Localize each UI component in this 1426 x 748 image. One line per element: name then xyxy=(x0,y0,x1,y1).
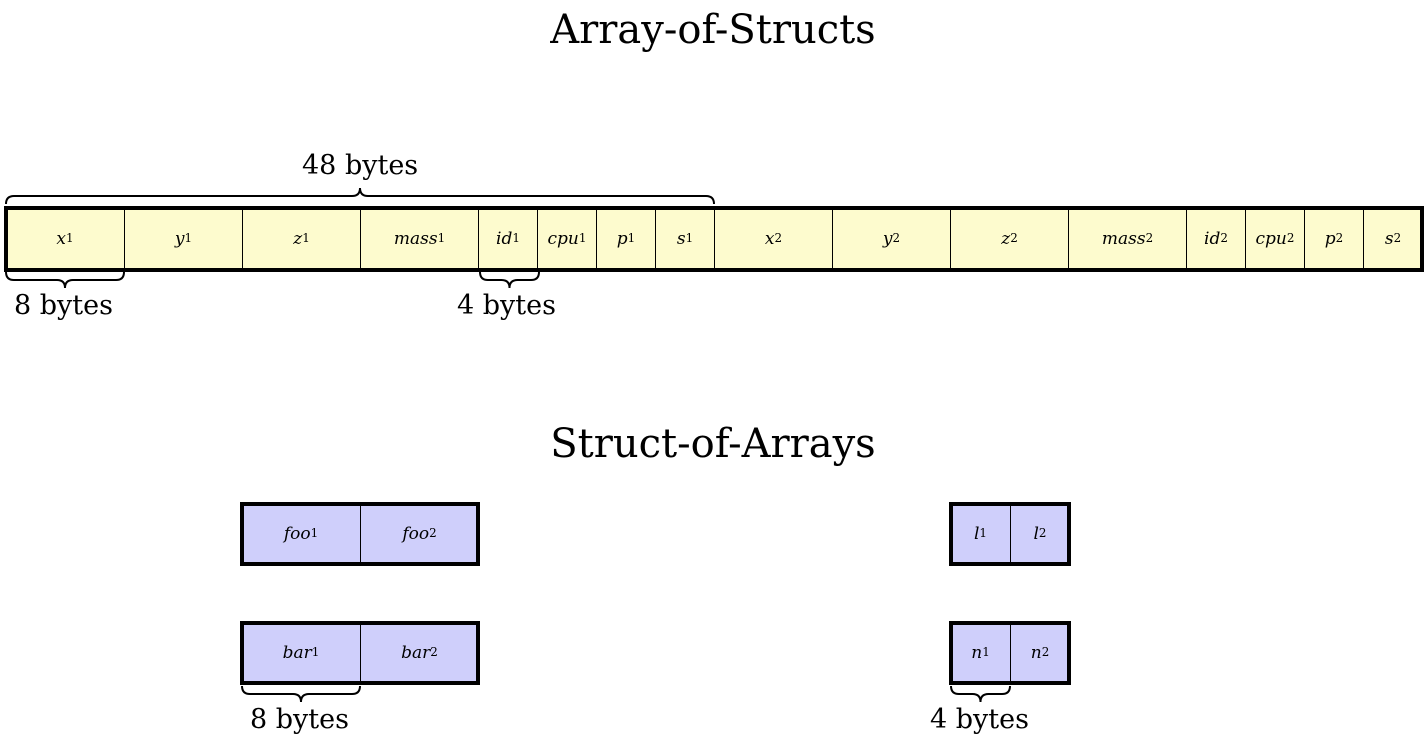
aos-struct-size-label: 48 bytes xyxy=(302,150,419,181)
cell-field-name: s xyxy=(1384,228,1394,249)
aos-double-size-label: 8 bytes xyxy=(14,290,113,321)
cell-index: 2 xyxy=(1038,526,1047,541)
cell-index: 1 xyxy=(311,645,320,660)
cell-index: 2 xyxy=(1041,645,1050,660)
cell-field-name: id xyxy=(1204,228,1221,249)
cell-field-name: p xyxy=(1324,228,1336,249)
cell-index: 2 xyxy=(1145,231,1154,246)
cell-field-name: z xyxy=(293,228,303,249)
cell-index: 1 xyxy=(302,231,310,246)
cell-index: 2 xyxy=(1393,231,1402,246)
cell-field-name: p xyxy=(616,228,628,249)
cell-field-name: n xyxy=(971,642,983,663)
aos-double-brace xyxy=(5,271,125,289)
cell-index: 1 xyxy=(982,645,990,660)
aos-int-brace xyxy=(479,271,540,289)
soa-double-size-label: 8 bytes xyxy=(250,704,349,735)
cell-field-name: bar xyxy=(282,642,312,663)
cell-field-name: y xyxy=(174,228,185,249)
cell-index: 2 xyxy=(430,645,438,660)
soa-int-brace xyxy=(950,685,1011,703)
cell-index: 2 xyxy=(1286,231,1295,246)
cell-index: 2 xyxy=(1220,231,1228,246)
cell-index: 2 xyxy=(1010,231,1018,246)
cell-index: 1 xyxy=(512,231,520,246)
cell-field-name: x xyxy=(56,228,66,249)
cell-index: 1 xyxy=(66,231,74,246)
aos-title: Array-of-Structs xyxy=(550,7,876,53)
cell-field-name: id xyxy=(496,228,513,249)
cell-field-name: x xyxy=(764,228,775,249)
cell-index: 1 xyxy=(979,526,987,541)
cell-field-name: cpu xyxy=(1255,228,1287,249)
aos-int-size-label: 4 bytes xyxy=(457,290,556,321)
cell-field-name: mass xyxy=(1101,228,1146,249)
cell-index: 1 xyxy=(627,231,636,246)
cell-field-name: z xyxy=(1001,228,1011,249)
cell-index: 1 xyxy=(578,231,587,246)
cell-field-name: n xyxy=(1030,642,1042,663)
cell-field-name: foo xyxy=(402,523,430,544)
cell-index: 1 xyxy=(437,231,446,246)
cell-field-name: l xyxy=(973,523,980,544)
cell-index: 2 xyxy=(774,231,783,246)
cell-index: 2 xyxy=(429,526,437,541)
soa-double-brace xyxy=(241,685,361,703)
soa-title: Struct-of-Arrays xyxy=(550,421,876,467)
cell-index: 2 xyxy=(1335,231,1344,246)
cell-index: 1 xyxy=(184,231,193,246)
cell-field-name: cpu xyxy=(547,228,579,249)
cell-field-name: bar xyxy=(401,642,431,663)
soa-int-size-label: 4 bytes xyxy=(930,704,1029,735)
cell-field-name: foo xyxy=(283,523,311,544)
cell-index: 2 xyxy=(892,231,901,246)
cell-index: 1 xyxy=(685,231,694,246)
cell-field-name: mass xyxy=(393,228,438,249)
cell-field-name: y xyxy=(882,228,893,249)
aos-struct-brace xyxy=(5,187,715,205)
cell-field-name: l xyxy=(1033,523,1039,544)
cell-index: 1 xyxy=(310,526,319,541)
cell-field-name: s xyxy=(676,228,686,249)
